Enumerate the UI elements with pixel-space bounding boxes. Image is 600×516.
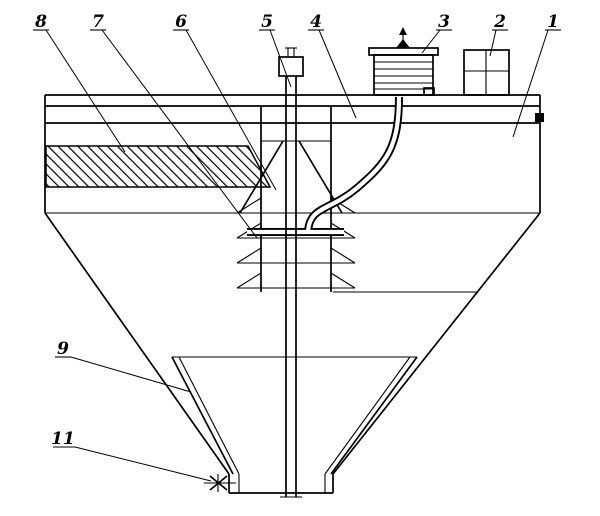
- motor-body: [373, 54, 434, 96]
- callout-label-6: 6: [175, 12, 187, 32]
- callout-1: 1: [512, 12, 561, 138]
- leader-line-5: [269, 29, 292, 88]
- callout-label-11: 11: [51, 429, 75, 449]
- baffle-left-plate: [236, 197, 262, 214]
- leader-line-9: [70, 356, 192, 393]
- liner-left-outer: [171, 356, 234, 475]
- shaft-top-bearing: [278, 56, 304, 77]
- callout-7: 7: [90, 12, 258, 239]
- cone-wall-right: [332, 212, 541, 475]
- leader-line-2: [489, 29, 497, 57]
- callout-label-4: 4: [310, 12, 322, 32]
- inner-cone-liner: [171, 356, 418, 493]
- leader-line-7: [101, 29, 258, 239]
- callout-label-3: 3: [438, 12, 450, 32]
- baffle-right-plate: [330, 272, 356, 289]
- leader-line-6: [185, 29, 277, 191]
- callouts: 8 7 6 5 4: [33, 12, 561, 482]
- callout-label-2: 2: [493, 12, 506, 32]
- control-box: [463, 49, 510, 96]
- baffle-left-plate: [236, 272, 262, 289]
- drain-valve: [204, 474, 236, 492]
- agitator-shaft: [278, 47, 304, 498]
- motor-coupling: [396, 39, 410, 48]
- callout-label-1: 1: [547, 12, 559, 32]
- baffle-right-plate: [330, 247, 356, 264]
- drive-motor: [368, 27, 439, 96]
- motor-top-plate: [368, 47, 439, 56]
- leader-line-8: [45, 29, 126, 153]
- callout-label-7: 7: [92, 12, 104, 32]
- leader-line-11: [74, 446, 212, 482]
- wall-fitting-block: [535, 113, 544, 122]
- callout-4: 4: [308, 12, 357, 119]
- cone-wall-left: [44, 212, 230, 475]
- callout-label-9: 9: [57, 339, 69, 359]
- feed-pipe-curve-bore: [305, 96, 402, 232]
- liner-right-outer: [330, 356, 418, 475]
- liner-left-inner: [178, 356, 240, 475]
- callout-2: 2: [489, 12, 508, 57]
- hatched-screen-panel: [45, 145, 272, 188]
- liner-right-inner: [324, 356, 411, 475]
- callout-8: 8: [33, 12, 126, 153]
- hatched-screen: [45, 145, 272, 188]
- leader-line-1: [512, 29, 549, 138]
- baffle-left-plate: [236, 247, 262, 264]
- leader-line-3: [421, 29, 441, 54]
- motor-stem-arrow: [399, 27, 407, 35]
- callout-9: 9: [55, 339, 192, 393]
- funnel-left: [239, 140, 284, 214]
- callout-5: 5: [259, 12, 292, 88]
- callout-label-8: 8: [34, 12, 47, 32]
- callout-label-5: 5: [261, 12, 273, 32]
- callout-11: 11: [51, 429, 212, 482]
- leader-line-4: [318, 29, 357, 119]
- callout-3: 3: [421, 12, 452, 54]
- callout-6: 6: [173, 12, 277, 191]
